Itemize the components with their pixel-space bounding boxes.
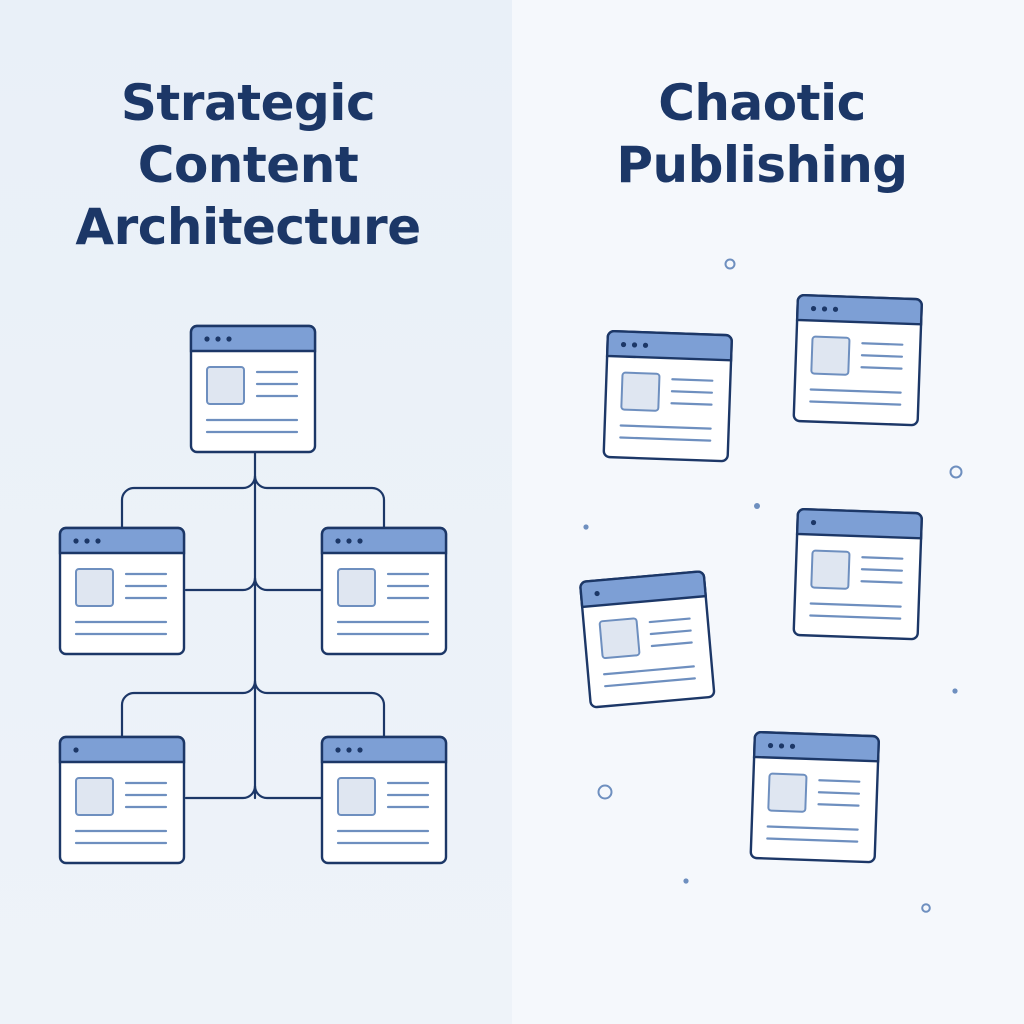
scattered-page-card [792,293,924,427]
title-line: Publishing [616,136,908,194]
circle-dot-icon [597,784,613,800]
hierarchy-connectors [120,450,386,800]
circle-dot-icon [754,503,760,509]
title-line: Content [137,136,359,194]
branch-upper [120,474,386,530]
circle-dot-icon [952,688,958,694]
child-page-card-right [320,526,448,656]
circle-dot-icon [921,903,931,913]
title-line: Architecture [75,198,421,256]
child-page-card-left [58,526,186,656]
scattered-page-card [792,507,924,641]
link-mid-row [184,576,324,592]
root-page-card [189,324,317,454]
scattered-page-card [602,329,734,463]
scattered-page-card [749,730,881,864]
link-bottom-row [184,784,324,800]
circle-dot-icon [683,878,689,884]
branch-lower [120,679,386,739]
circle-dot-icon [724,258,736,270]
chaotic-publishing-title: Chaotic Publishing [512,72,1012,196]
scattered-page-card [578,569,716,709]
title-line: Strategic [120,74,376,132]
circle-dot-icon [949,465,963,479]
strategic-architecture-title: Strategic Content Architecture [0,72,496,258]
title-line: Chaotic [658,74,866,132]
grandchild-page-card-left [58,735,186,865]
circle-dot-icon [583,524,589,530]
grandchild-page-card-right [320,735,448,865]
scatter-dots [583,258,963,913]
